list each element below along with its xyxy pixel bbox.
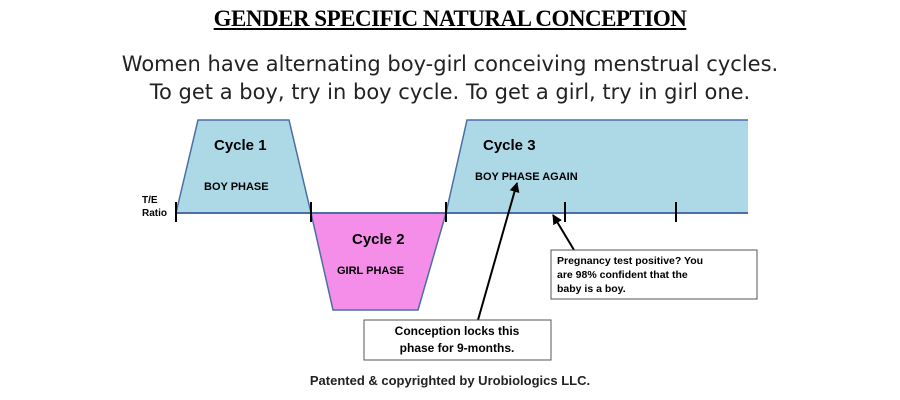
copyright-footer: Patented & copyrighted by Urobiologics L… (309, 373, 591, 388)
cycle-1-phase: BOY PHASE (204, 181, 269, 193)
cycle-3-outline (445, 119, 748, 214)
subtitle-line-1: Women have alternating boy-girl conceivi… (121, 52, 779, 76)
pregnancy-callout-line-3: baby is a boy. (557, 283, 626, 295)
cycle-3-phase: BOY PHASE AGAIN (475, 171, 578, 183)
cycle-3-title: Cycle 3 (483, 137, 536, 154)
conception-callout-box (363, 319, 552, 361)
conception-callout-arrow (477, 182, 520, 321)
pregnancy-callout-arrow (552, 214, 575, 251)
cycle-2-phase: GIRL PHASE (337, 265, 404, 277)
pregnancy-callout-line-1: Pregnancy test positive? You (557, 255, 703, 267)
pregnancy-callout-box (550, 249, 758, 300)
cycle-1-shape (175, 119, 312, 214)
conception-callout-line-2: phase for 9-months. (400, 341, 515, 355)
cycle-2-title: Cycle 2 (352, 231, 405, 248)
axis-label-te: T/E (142, 195, 158, 206)
cycle-1-title: Cycle 1 (214, 137, 267, 154)
cycle-3-shape (446, 120, 748, 213)
page-title: GENDER SPECIFIC NATURAL CONCEPTION (213, 6, 687, 31)
pregnancy-callout-line-2: are 98% confident that the (557, 269, 688, 281)
subtitle-line-2: To get a boy, try in boy cycle. To get a… (149, 80, 751, 104)
cycle-2-shape (310, 212, 447, 311)
conception-callout-line-1: Conception locks this (395, 324, 520, 338)
axis-label-ratio: Ratio (142, 208, 167, 219)
